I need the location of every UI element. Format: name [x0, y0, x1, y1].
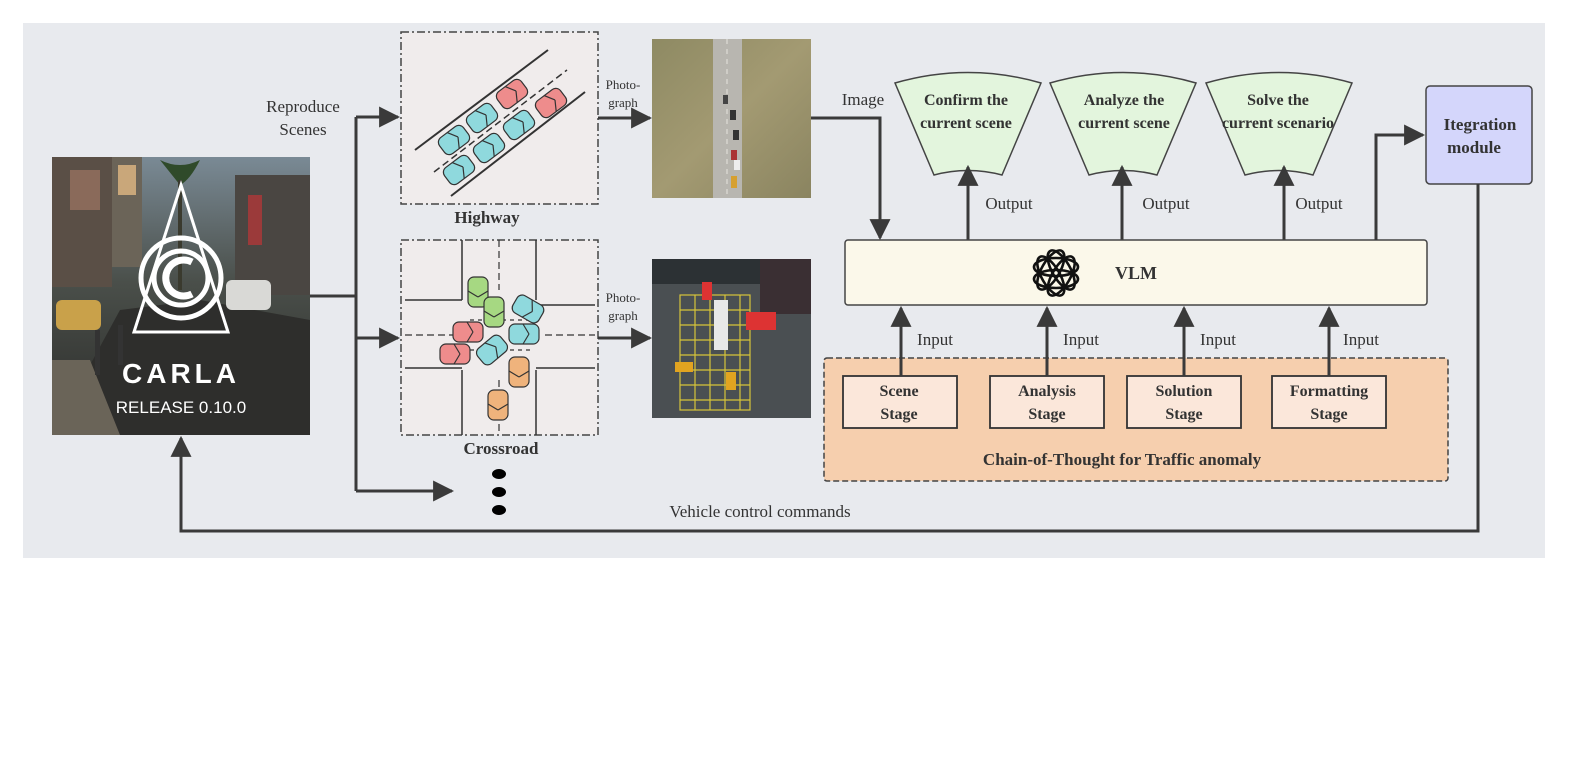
openai-logo-icon: [1032, 249, 1080, 297]
carla-release-text: RELEASE 0.10.0: [116, 398, 246, 417]
output-label-1: Output: [985, 194, 1033, 213]
scene-connectors: [310, 106, 455, 502]
reproduce-label-line1: Reproduce: [266, 97, 340, 116]
vlm-box: VLM: [844, 239, 1428, 306]
output-box-analyze: Analyze the current scene: [1048, 71, 1198, 176]
image-label: Image: [842, 90, 884, 109]
stage-formatting-line1: Formatting: [1290, 383, 1368, 400]
highway-scene: [400, 31, 599, 205]
output-solve-line1: Solve the: [1247, 92, 1309, 109]
vehicle-control-loop: [170, 184, 1480, 533]
stage-analysis-line1: Analysis: [1018, 383, 1076, 400]
integration-line2: module: [1447, 138, 1501, 157]
photograph-label-bottom-line2: graph: [608, 308, 638, 323]
photograph-label-top-line1: Photo-: [606, 77, 641, 92]
stage-analysis-line2: Stage: [1028, 406, 1065, 423]
stage-box-scene: Scene Stage: [842, 375, 958, 429]
input-label-1: Input: [917, 330, 953, 349]
carla-screenshot: CARLA RELEASE 0.10.0: [52, 157, 310, 435]
carla-logo-text: CARLA: [122, 358, 240, 389]
integration-line1: Itegration: [1444, 115, 1517, 134]
stage-scene-line2: Stage: [880, 406, 917, 423]
stage-box-analysis: Analysis Stage: [989, 375, 1105, 429]
reproduce-label-line2: Scenes: [279, 120, 326, 139]
output-box-confirm: Confirm the current scene: [893, 71, 1043, 176]
photograph-label-top-line2: graph: [608, 95, 638, 110]
integration-module: Itegration module: [1425, 85, 1533, 185]
input-label-2: Input: [1063, 330, 1099, 349]
carla-logo-icon: [131, 180, 231, 334]
stage-box-formatting: Formatting Stage: [1271, 375, 1387, 429]
more-scenes-dots: [492, 469, 506, 515]
stage-box-solution: Solution Stage: [1126, 375, 1242, 429]
crossroad-label: Crossroad: [464, 439, 539, 458]
output-box-solve: Solve the current scenario: [1204, 71, 1354, 176]
input-label-4: Input: [1343, 330, 1379, 349]
cot-label: Chain-of-Thought for Traffic anomaly: [983, 450, 1262, 469]
stage-scene-line1: Scene: [879, 383, 918, 400]
output-confirm-line1: Confirm the: [924, 92, 1008, 109]
output-solve-line2: current scenario: [1222, 115, 1334, 132]
stage-solution-line1: Solution: [1156, 383, 1213, 400]
crossroad-scene: [400, 239, 599, 436]
highway-label: Highway: [454, 208, 520, 227]
output-label-2: Output: [1142, 194, 1190, 213]
vehicle-control-label: Vehicle control commands: [669, 502, 850, 521]
output-label-3: Output: [1295, 194, 1343, 213]
photograph-label-bottom-line1: Photo-: [606, 290, 641, 305]
output-analyze-line1: Analyze the: [1084, 92, 1164, 109]
highway-aerial-photo: [652, 39, 811, 198]
output-analyze-line2: current scene: [1078, 115, 1170, 132]
image-to-vlm-arrow: [811, 116, 891, 241]
input-label-3: Input: [1200, 330, 1236, 349]
stage-solution-line2: Stage: [1165, 406, 1202, 423]
crossroad-aerial-photo: [652, 259, 811, 418]
output-confirm-line2: current scene: [920, 115, 1012, 132]
stage-formatting-line2: Stage: [1310, 406, 1347, 423]
vlm-label: VLM: [1115, 263, 1157, 283]
